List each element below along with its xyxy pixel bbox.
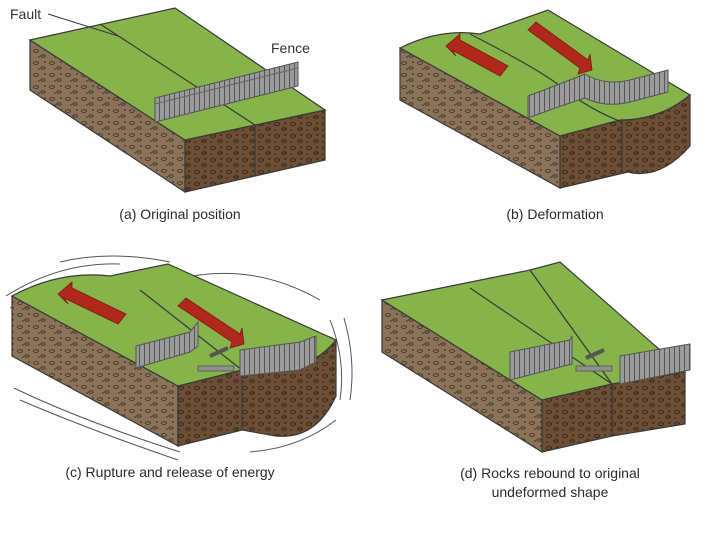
caption-d-line2: undeformed shape [420,483,680,502]
fence-c-broken-piece [198,366,234,371]
panel-c-rupture [6,256,352,460]
caption-d: (d) Rocks rebound to original undeformed… [420,464,680,502]
caption-b: (b) Deformation [480,206,630,222]
panel-b-deformation [400,10,690,188]
fence-d-broken-piece [576,366,612,371]
caption-a: (a) Original position [100,206,260,222]
panel-a-original-position [30,8,325,192]
fence-label: Fence [271,40,310,56]
panel-d-rebound [382,262,690,452]
caption-d-line1: (d) Rocks rebound to original [420,464,680,483]
caption-c: (c) Rupture and release of energy [20,464,320,480]
fault-label: Fault [10,6,41,22]
